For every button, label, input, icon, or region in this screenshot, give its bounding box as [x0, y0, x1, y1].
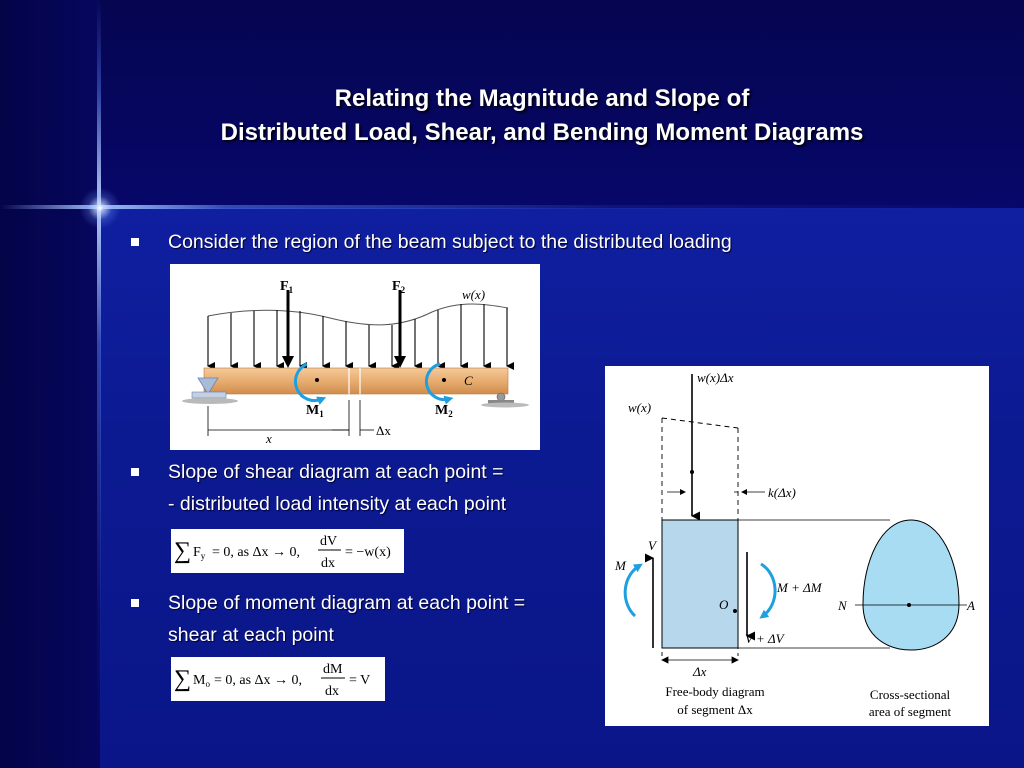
- svg-text:k(Δx): k(Δx): [768, 485, 796, 500]
- label-dx: Δx: [376, 423, 391, 438]
- point-forces: [282, 290, 406, 368]
- svg-text:Free-body diagram: Free-body diagram: [665, 684, 764, 699]
- label-f2: F2: [392, 279, 406, 295]
- moment-arrow-m2: [424, 362, 454, 405]
- svg-text:= 0, as Δx → 0,: = 0, as Δx → 0,: [214, 673, 302, 688]
- dx-dimension: [661, 656, 739, 664]
- free-body-diagram: w(x)Δx w(x) k(Δx) V M O M + ΔM V + ΔV Δx…: [614, 370, 975, 719]
- svg-text:dx: dx: [321, 556, 335, 571]
- svg-text:N: N: [837, 598, 848, 613]
- moment-equation: ∑ Mo = 0, as Δx → 0, dM dx = V: [171, 657, 385, 701]
- slide-title: Relating the Magnitude and Slope of Dist…: [100, 82, 984, 150]
- moment-mdm-arrow: [759, 562, 777, 619]
- svg-text:∑: ∑: [174, 538, 191, 564]
- vertical-glow-line: [97, 0, 101, 768]
- moment-m-arrow: [623, 563, 643, 618]
- svg-text:= −w(x): = −w(x): [345, 545, 391, 560]
- bullet-text-line-2: - distributed load intensity at each poi…: [168, 493, 507, 515]
- title-line-1: Relating the Magnitude and Slope of: [334, 85, 750, 112]
- free-body-figure: w(x)Δx w(x) k(Δx) V M O M + ΔM V + ΔV Δx…: [605, 366, 989, 726]
- bullet-marker: [131, 238, 139, 246]
- bullet-text: Consider the region of the beam subject …: [168, 231, 732, 253]
- label-m2: M2: [435, 403, 453, 419]
- moment-arrow-m1: [293, 362, 327, 405]
- bullet-item-3: Slope of moment diagram at each point = …: [131, 587, 526, 651]
- svg-text:dV: dV: [320, 534, 337, 549]
- title-band: [0, 0, 1024, 208]
- label-f1: F1: [280, 279, 294, 295]
- load-curve: [207, 303, 509, 326]
- bullet-item-2: Slope of shear diagram at each point = -…: [131, 456, 507, 520]
- svg-text:V: V: [648, 538, 658, 553]
- cross-section: [862, 519, 960, 651]
- svg-text:Cross-sectional: Cross-sectional: [870, 687, 951, 702]
- svg-text:O: O: [719, 597, 729, 612]
- label-wx: w(x): [462, 287, 485, 302]
- label-m1: M1: [306, 403, 324, 419]
- bullet-item-1: Consider the region of the beam subject …: [131, 226, 732, 258]
- bullet-text-line-2: shear at each point: [168, 624, 334, 646]
- beam: [203, 367, 509, 395]
- load-arrows: [207, 304, 514, 370]
- left-band: [0, 0, 100, 768]
- svg-text:area of segment: area of segment: [869, 704, 952, 719]
- svg-text:dx: dx: [325, 684, 339, 699]
- svg-text:of segment Δx: of segment Δx: [677, 702, 753, 717]
- horizontal-glow-line: [0, 205, 1024, 209]
- pin-support: [182, 377, 238, 404]
- svg-text:M + ΔM: M + ΔM: [776, 580, 823, 595]
- svg-text:Fy: Fy: [193, 545, 206, 561]
- shear-equation: ∑ Fy = 0, as Δx → 0, dV dx = −w(x): [171, 529, 404, 573]
- bullet-text-line-1: Slope of moment diagram at each point =: [168, 592, 526, 614]
- svg-text:w(x)Δx: w(x)Δx: [697, 370, 734, 385]
- bullet-marker: [131, 468, 139, 476]
- bullet-marker: [131, 599, 139, 607]
- roller-support: [481, 392, 529, 408]
- svg-text:V + ΔV: V + ΔV: [745, 631, 786, 646]
- svg-text:Δx: Δx: [692, 664, 707, 679]
- svg-text:= V: = V: [349, 673, 370, 688]
- dimension-lines: [207, 400, 374, 436]
- svg-text:Mo: Mo: [193, 673, 210, 689]
- beam-diagram: F1 F2 w(x) C M1 M2 x Δx: [182, 279, 529, 446]
- title-line-2: Distributed Load, Shear, and Bending Mom…: [220, 119, 864, 146]
- svg-text:A: A: [966, 598, 975, 613]
- label-x: x: [265, 431, 272, 446]
- svg-text:w(x): w(x): [628, 400, 651, 415]
- svg-text:= 0, as Δx → 0,: = 0, as Δx → 0,: [212, 545, 300, 560]
- svg-text:∑: ∑: [174, 666, 191, 692]
- label-c: C: [464, 373, 473, 388]
- beam-figure: F1 F2 w(x) C M1 M2 x Δx: [170, 264, 540, 450]
- light-flare: [79, 187, 121, 229]
- bullet-text-line-1: Slope of shear diagram at each point =: [168, 461, 504, 483]
- segment: [661, 519, 739, 649]
- svg-text:M: M: [614, 558, 627, 573]
- svg-text:dM: dM: [323, 662, 343, 677]
